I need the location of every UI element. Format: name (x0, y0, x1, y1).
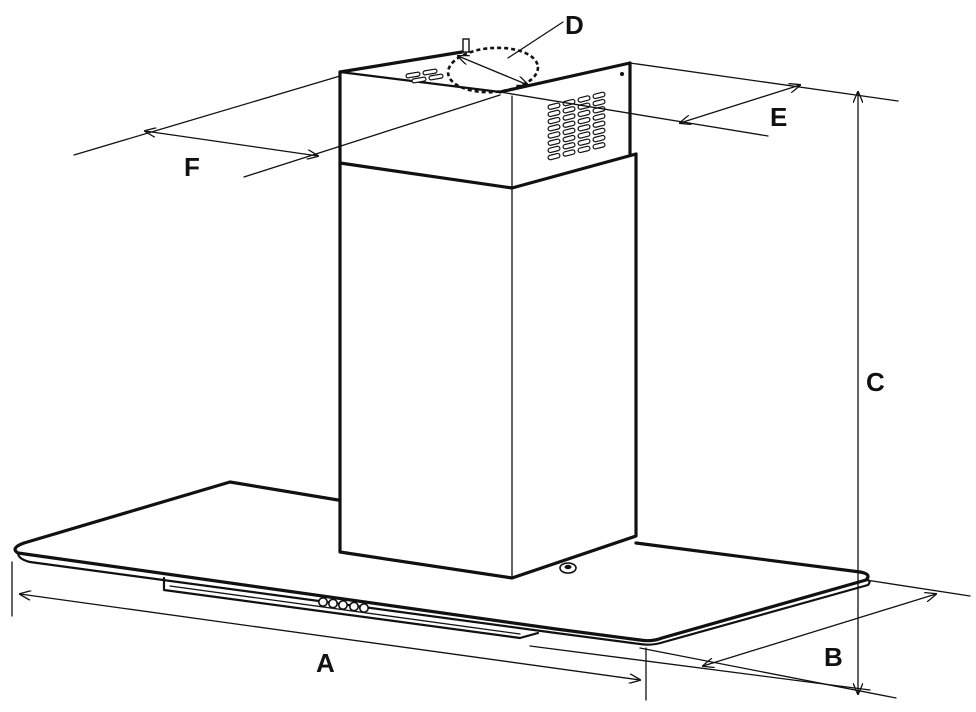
vent-slot (562, 134, 576, 143)
top-vent-1 (405, 71, 421, 79)
dimension-d-leader (507, 21, 564, 59)
mounting-bracket (462, 38, 470, 53)
vent-slot (547, 109, 561, 118)
dimension-b-extension-back (865, 579, 971, 597)
dimension-f-extension-right (243, 94, 501, 178)
label-f: F (184, 152, 200, 182)
vent-slot (547, 102, 561, 110)
lower-chimney-outline (338, 152, 638, 580)
lower-chimney-top-edge (338, 152, 638, 190)
dimension-d-arrow (458, 56, 528, 85)
label-e: E (770, 102, 787, 132)
vent-slot (592, 134, 606, 143)
label-c: C (866, 367, 885, 397)
lower-chimney (338, 152, 638, 580)
canopy-front-edge (13, 541, 870, 643)
dimension-a (11, 561, 647, 701)
vent-slot (592, 120, 606, 128)
vent-slot (577, 131, 591, 139)
vent-slot (562, 149, 576, 157)
control-button-1 (317, 596, 328, 607)
vent-slot (577, 138, 591, 146)
glass-canopy (13, 480, 871, 646)
control-button-4 (348, 601, 359, 612)
dimension-f (73, 75, 501, 178)
upper-chimney-outline (338, 61, 632, 165)
top-vent-2 (422, 68, 438, 76)
vent-slot (562, 120, 576, 128)
control-button-3 (337, 599, 348, 610)
vent-slot (562, 106, 576, 114)
upper-chimney (338, 38, 632, 189)
vent-slot (577, 109, 591, 118)
vent-slot (592, 113, 606, 121)
vent-slot (592, 91, 606, 100)
vent-slot (562, 98, 576, 107)
vent-slot (547, 152, 561, 161)
vent-slot (562, 127, 576, 136)
vent-slot (577, 124, 591, 132)
dimension-b-extension-front (529, 645, 871, 691)
vent-slot (577, 145, 591, 154)
vent-slot (577, 95, 591, 103)
dimension-a-arrow (20, 594, 640, 680)
canopy-back-edge-right (634, 541, 862, 574)
dimension-b-arrow (703, 594, 936, 666)
vent-slot (547, 145, 561, 154)
dimension-e-extension-bottom (499, 91, 769, 137)
dimension-f-arrow (145, 131, 318, 156)
canopy-thickness-edge (16, 551, 871, 646)
vent-slot (577, 116, 591, 125)
light-knob-inner (564, 564, 572, 570)
control-button-5 (358, 602, 369, 613)
vent-slot (562, 113, 576, 121)
vent-slot (547, 138, 561, 146)
vent-slot (547, 131, 561, 139)
top-vent-4 (428, 73, 444, 81)
top-vent-3 (411, 76, 427, 84)
control-button-2 (327, 598, 338, 609)
dimension-f-extension-left (73, 75, 341, 156)
label-b: B (824, 642, 843, 672)
canopy-back-edge-left (22, 480, 340, 545)
upper-chimney-top-left (338, 50, 464, 74)
dimension-d (446, 21, 564, 94)
vent-slot (562, 142, 576, 150)
vent-slot (592, 127, 606, 136)
dimension-e-arrow (680, 85, 800, 123)
upper-chimney-top-right (498, 61, 632, 94)
vent-slot (592, 142, 606, 150)
label-a: A (316, 648, 335, 678)
vent-slot (592, 98, 606, 107)
screw (620, 72, 624, 76)
dimension-d-dotted-ellipse (446, 46, 540, 94)
label-d: D (565, 10, 584, 40)
vent-slot (547, 124, 561, 132)
control-bar-inner-edge (169, 585, 521, 635)
vent-slot (547, 116, 561, 125)
side-vent-slots (547, 91, 606, 161)
